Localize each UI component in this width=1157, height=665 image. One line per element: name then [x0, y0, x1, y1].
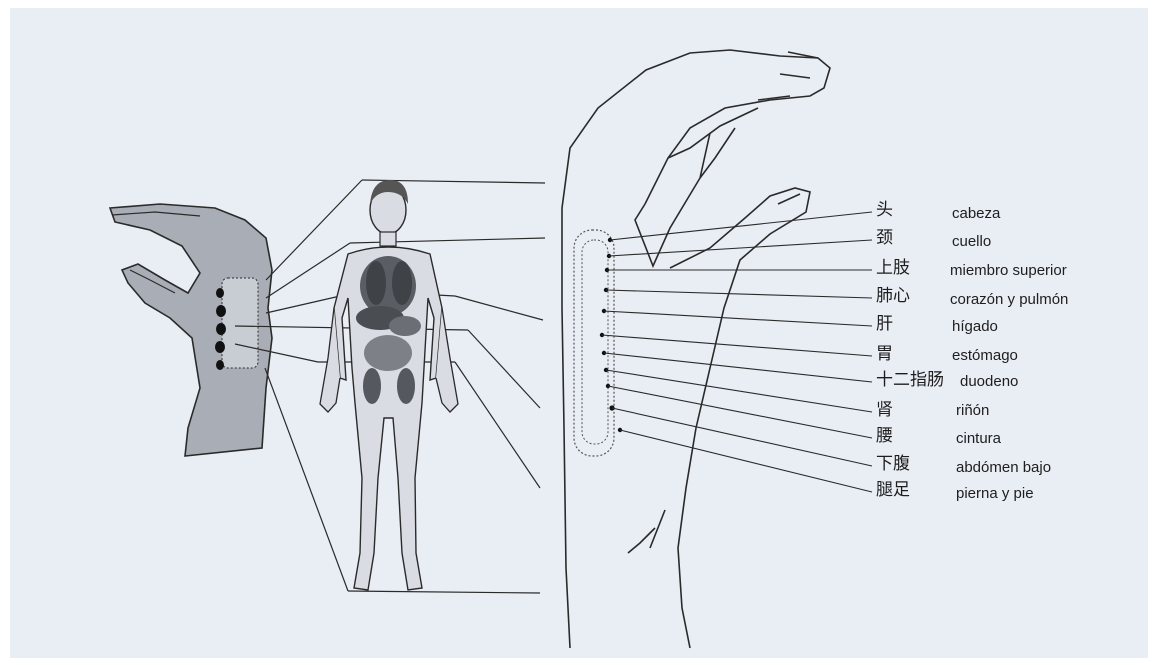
label-zh-leg-foot: 腿足	[876, 482, 910, 499]
diagram-sheet: 头 颈 上肢 肺心 肝 胃 十二指肠 肾 腰 下腹 腿足 cabeza cuel…	[10, 8, 1148, 658]
label-es-waist: cintura	[956, 431, 1001, 446]
label-es-upper-limb: miembro superior	[950, 263, 1067, 278]
label-es-leg-foot: pierna y pie	[956, 486, 1034, 501]
label-es-lower-abdomen: abdómen bajo	[956, 460, 1051, 475]
leader-lines	[602, 212, 872, 492]
label-es-liver: hígado	[952, 319, 998, 334]
label-zh-stomach: 胃	[876, 346, 893, 363]
label-zh-neck: 颈	[876, 230, 893, 247]
label-zh-upper-limb: 上肢	[876, 260, 910, 277]
label-zh-heart-lung: 肺心	[876, 288, 910, 305]
label-zh-waist: 腰	[876, 428, 893, 445]
label-zh-head: 头	[876, 202, 893, 219]
label-zh-liver: 肝	[876, 316, 893, 333]
human-body-icon	[320, 180, 458, 590]
label-es-stomach: estómago	[952, 348, 1018, 363]
hand-outline-icon	[562, 50, 830, 648]
label-es-head: cabeza	[952, 206, 1000, 221]
small-hand-icon	[110, 204, 272, 456]
label-es-duodenum: duodeno	[960, 374, 1018, 389]
label-zh-duodenum: 十二指肠	[876, 372, 944, 389]
label-es-neck: cuello	[952, 234, 991, 249]
label-es-heart-lung: corazón y pulmón	[950, 292, 1068, 307]
label-zh-kidney: 肾	[876, 402, 893, 419]
label-zh-lower-abdomen: 下腹	[876, 456, 910, 473]
label-es-kidney: riñón	[956, 403, 989, 418]
